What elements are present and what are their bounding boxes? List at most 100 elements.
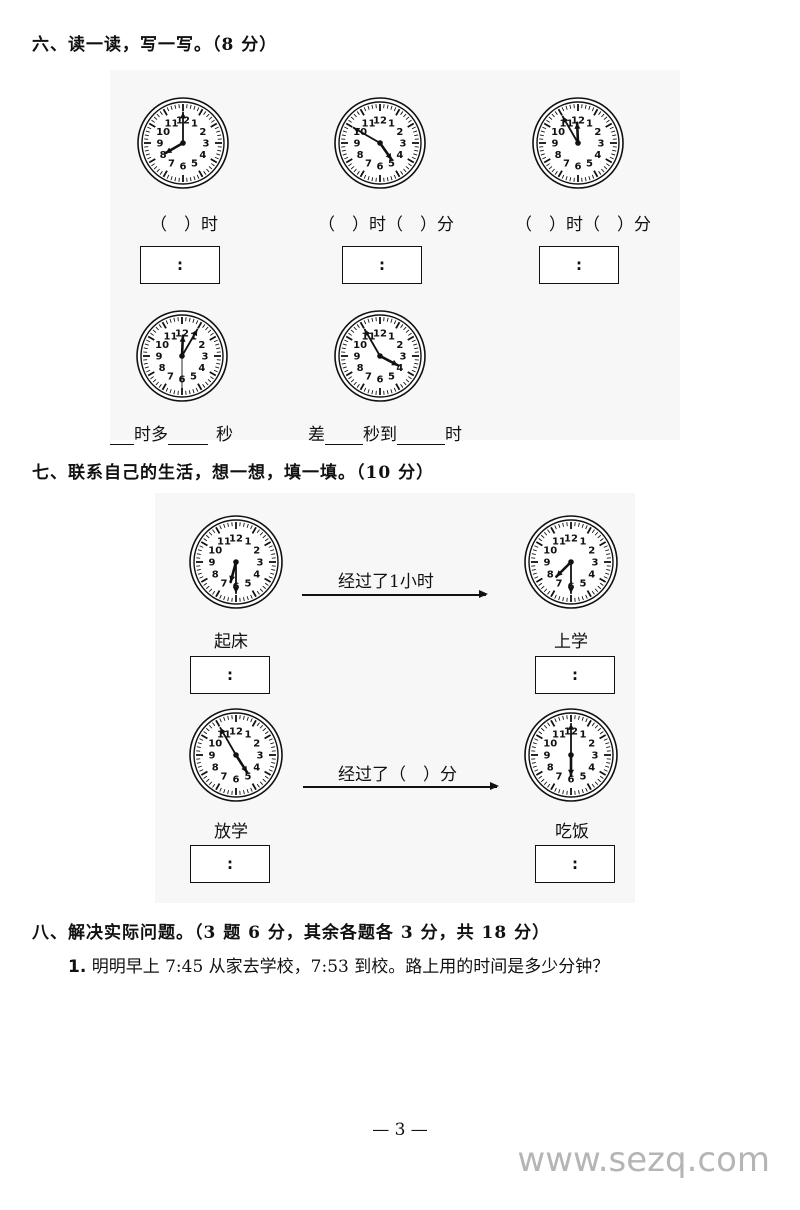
activity-label: 放学 <box>214 822 248 842</box>
text-fragment: 秒到 <box>363 425 397 445</box>
clock-number: 2 <box>588 739 595 750</box>
clock-number: 3 <box>400 139 407 150</box>
clock-number: 3 <box>203 139 210 150</box>
clock-number: 9 <box>156 352 163 363</box>
clock-number: 7 <box>563 158 570 169</box>
clock-number: 6 <box>180 162 187 173</box>
minute-hand-tip <box>220 727 226 735</box>
clock-number: 4 <box>198 363 205 374</box>
clock-number: 8 <box>159 363 166 374</box>
hour-hand-tip <box>165 147 173 154</box>
fill-in-blank-sentence: 时多 秒 <box>110 420 233 445</box>
activity-label: 上学 <box>554 632 588 652</box>
section-6-title: 六、读一读，写一写。（8 分） <box>32 35 278 55</box>
arrow-right-icon <box>302 591 488 597</box>
clock-number: 8 <box>547 570 554 581</box>
clock-number: 10 <box>543 546 557 557</box>
clock-number: 8 <box>212 570 219 581</box>
time-answer-box[interactable]: : <box>535 656 615 694</box>
arrow-right-icon <box>303 783 499 789</box>
clock-number: 7 <box>167 371 174 382</box>
clock-number: 1 <box>580 537 587 548</box>
page-number: — 3 — <box>372 1120 428 1140</box>
fill-in-blank-sentence: 差秒到时 <box>308 420 462 445</box>
activity-label: 起床 <box>214 632 248 652</box>
clock-number: 7 <box>221 578 228 589</box>
clock-number: 9 <box>544 751 551 762</box>
clock-number: 6 <box>377 162 384 173</box>
clock-number: 1 <box>580 730 587 741</box>
time-answer-box[interactable]: : <box>140 246 220 284</box>
clock-number: 6 <box>233 775 240 786</box>
minute-hand-tip <box>562 116 569 124</box>
time-answer-box[interactable]: : <box>190 845 270 883</box>
clock-number: 4 <box>588 570 595 581</box>
clock-number: 9 <box>157 139 164 150</box>
minute-hand-tip <box>353 127 361 134</box>
clock-number: 9 <box>552 139 559 150</box>
text-fragment: 秒 <box>216 425 233 445</box>
clock-number: 2 <box>199 127 206 138</box>
minute-hand-tip <box>191 329 198 337</box>
clock-number: 2 <box>253 739 260 750</box>
clock-number: 4 <box>396 150 403 161</box>
clock-number: 3 <box>257 558 264 569</box>
clock-number: 5 <box>586 158 593 169</box>
text-fragment: 差 <box>308 425 325 445</box>
minute-hand-tip <box>180 112 186 119</box>
hour-hand-tip <box>229 575 236 582</box>
answer-blank[interactable] <box>168 427 208 445</box>
answer-blank[interactable] <box>325 427 363 445</box>
clock-number: 5 <box>580 578 587 589</box>
time-answer-box[interactable]: : <box>190 656 270 694</box>
arrow-text: 经过了1小时 <box>338 572 434 592</box>
clock-number: 3 <box>592 751 599 762</box>
clock-number: 3 <box>592 558 599 569</box>
clock-number: 12 <box>175 329 189 340</box>
clock-number: 6 <box>377 375 384 386</box>
clock-number: 6 <box>575 162 582 173</box>
clock-number: 9 <box>209 751 216 762</box>
clock-number: 3 <box>202 352 209 363</box>
clock-number: 10 <box>208 739 222 750</box>
clock-number: 12 <box>564 534 578 545</box>
answer-blank[interactable] <box>397 427 445 445</box>
clock-number: 7 <box>168 158 175 169</box>
clock-number: 12 <box>571 116 585 127</box>
clock-number: 11 <box>552 537 566 548</box>
clock-number: 8 <box>357 363 364 374</box>
clock-number: 3 <box>257 751 264 762</box>
clock-number: 5 <box>388 158 395 169</box>
answer-label-hour: （ ）时 <box>150 215 218 235</box>
clock-number: 10 <box>543 739 557 750</box>
clock-number: 4 <box>396 363 403 374</box>
clock-number: 1 <box>245 730 252 741</box>
clock-number: 3 <box>598 139 605 150</box>
text-fragment: 时多 <box>134 425 168 445</box>
time-answer-box[interactable]: : <box>342 246 422 284</box>
hour-hand-tip <box>179 335 186 342</box>
answer-blank[interactable] <box>110 427 134 445</box>
watermark: www.sezq.com <box>517 1140 770 1180</box>
clock-number: 2 <box>396 340 403 351</box>
clock-number: 4 <box>199 150 206 161</box>
clock-number: 12 <box>373 329 387 340</box>
clock-number: 5 <box>388 371 395 382</box>
time-answer-box[interactable]: : <box>535 845 615 883</box>
hour-hand-tip <box>385 152 392 160</box>
clock-number: 2 <box>396 127 403 138</box>
hour-hand-tip <box>241 765 248 773</box>
clock-number: 10 <box>155 340 169 351</box>
clock-number: 5 <box>190 371 197 382</box>
clock-number: 8 <box>555 150 562 161</box>
clock-number: 9 <box>354 139 361 150</box>
minute-hand-tip <box>568 723 574 730</box>
time-answer-box[interactable]: : <box>539 246 619 284</box>
clock-number: 5 <box>580 771 587 782</box>
clock-number: 4 <box>253 570 260 581</box>
clock-number: 11 <box>164 332 178 343</box>
clock-number: 4 <box>594 150 601 161</box>
clock-number: 7 <box>365 158 372 169</box>
clock-number: 11 <box>552 730 566 741</box>
